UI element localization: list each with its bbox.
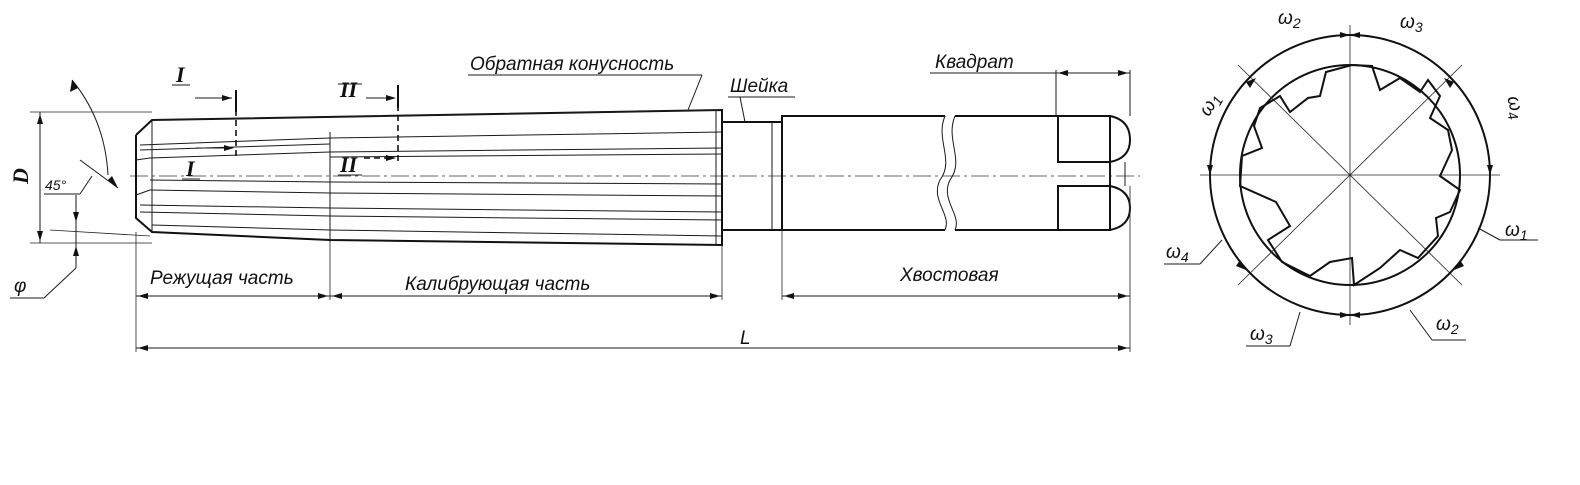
section-2-label-bottom: II xyxy=(339,152,359,177)
section-2-label-top: II xyxy=(339,77,359,102)
reamer-side-view xyxy=(130,108,1140,247)
chamfer-angle-label: 45° xyxy=(45,177,67,193)
cross-section-view: ω2 ω3 ω1 ω4 ω1 ω4 ω3 ω2 xyxy=(1164,8,1538,347)
chamfer-angle-arc xyxy=(71,79,109,176)
length-label: L xyxy=(740,328,751,349)
square-end xyxy=(1057,115,1132,163)
shank-outline-right xyxy=(955,115,1111,231)
omega-1-left-label: ω1 xyxy=(1195,90,1226,121)
length-dimensions: Режущая часть Калибрующая часть Хвостова… xyxy=(135,186,1131,352)
diameter-label: D xyxy=(8,168,33,185)
teeth-profile xyxy=(1238,63,1462,287)
omega-1-right-label: ω1 xyxy=(1505,220,1528,243)
working-part-outline xyxy=(135,108,723,247)
section-1-label-top: I xyxy=(175,62,186,87)
omega-4-left-label: ω4 xyxy=(1166,242,1189,265)
cutting-part-label: Режущая часть xyxy=(150,268,294,289)
neck-label: Шейка xyxy=(730,76,788,97)
calibrating-part-label: Калибрующая часть xyxy=(405,274,590,295)
reverse-taper-label: Обратная конусность xyxy=(470,54,674,75)
break-line xyxy=(936,115,947,231)
shank-outline-left xyxy=(781,115,945,231)
omega-2-top-label: ω2 xyxy=(1278,8,1301,31)
callouts: Обратная конусность Шейка Квадрат xyxy=(468,52,1131,123)
section-1-label-bottom: I xyxy=(185,156,196,181)
diameter-dimension: D 45° φ xyxy=(8,79,152,299)
shank-label: Хвостовая xyxy=(899,265,999,286)
omega-4-right-label: ω4 xyxy=(1500,94,1528,122)
omega-2-bottom-label: ω2 xyxy=(1436,314,1459,337)
phi-label: φ xyxy=(14,276,26,297)
square-label: Квадрат xyxy=(935,52,1014,73)
omega-3-top-label: ω3 xyxy=(1400,12,1423,35)
omega-3-bottom-label: ω3 xyxy=(1250,324,1273,347)
section-markers: I I II II xyxy=(172,62,399,181)
